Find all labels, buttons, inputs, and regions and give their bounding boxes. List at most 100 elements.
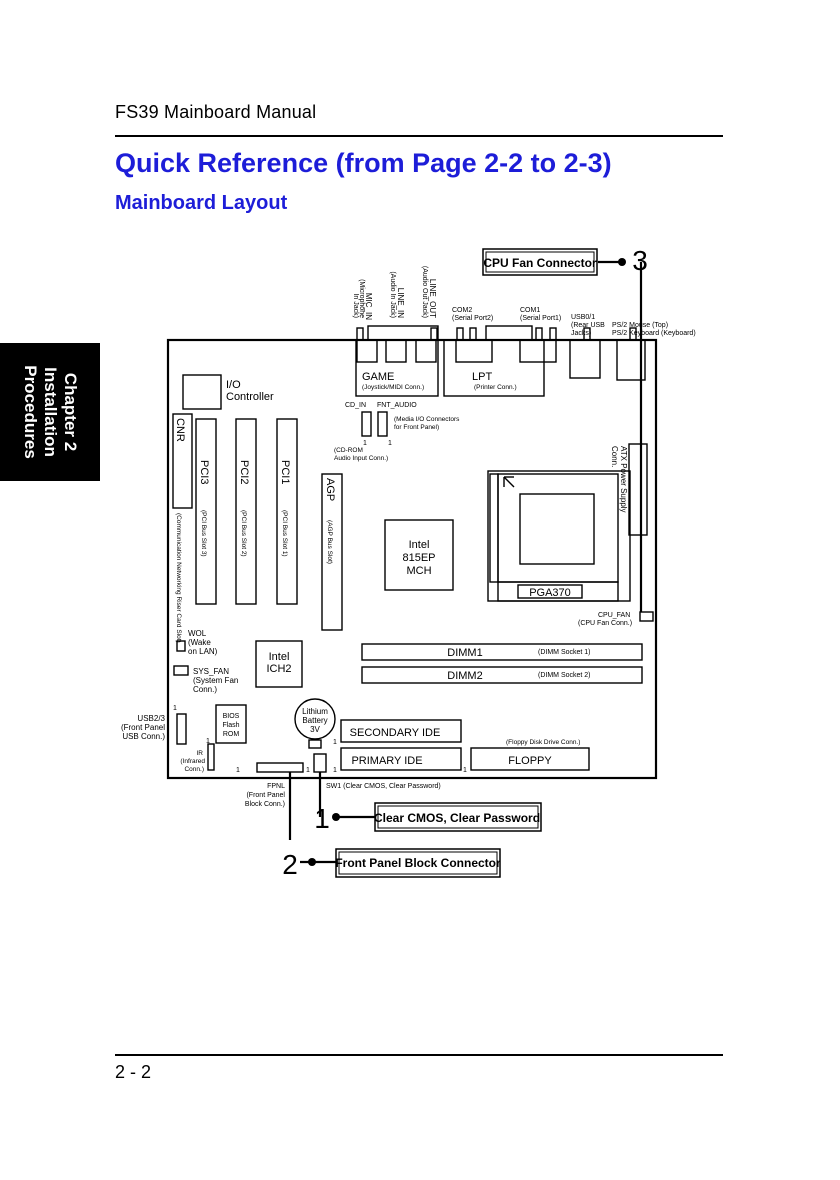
- ps2-mouse-label: PS/2 Mouse (Top): [612, 322, 668, 329]
- callout-2-label: Front Panel Block Connector: [335, 856, 501, 870]
- atx-power-label-2: Conn.: [610, 446, 619, 467]
- page-title: Quick Reference (from Page 2-2 to 2-3): [115, 148, 612, 178]
- wol-label-3: on LAN): [188, 647, 218, 656]
- agp-label: AGP: [324, 478, 336, 501]
- footer-rule: [115, 1054, 723, 1056]
- pga370-label-box: [517, 584, 583, 599]
- usb01-desc-2: Jacks): [571, 330, 591, 337]
- mch-chip: [384, 519, 454, 591]
- mch-label-2: 815EP: [402, 552, 435, 564]
- cpu-socket-inner: [497, 473, 619, 583]
- pci1-desc: (PCI Bus Slot 1): [281, 510, 288, 557]
- fnt-audio-desc-1: (Media I/O Connectors: [394, 416, 460, 423]
- bios-label-3: ROM: [223, 731, 240, 738]
- pci1-slot: [276, 418, 298, 605]
- ps2-keyboard-label: PS/2 Keyboard (Keyboard): [612, 330, 696, 337]
- ich-label-2: ICH2: [266, 663, 291, 675]
- line-in-jack: [385, 339, 407, 363]
- sys-fan-label-1: SYS_FAN: [193, 667, 229, 676]
- sys-fan-label-3: Conn.): [193, 685, 217, 694]
- cnr-label: CNR: [174, 418, 186, 442]
- fnt-audio-pin1: 1: [388, 440, 392, 447]
- cd-in-pin1: 1: [363, 440, 367, 447]
- battery-label-3: 3V: [310, 725, 320, 734]
- ir-pin1: 1: [206, 738, 210, 745]
- manual-title: FS39 Mainboard Manual: [115, 102, 317, 122]
- usb01-jacks: [569, 339, 601, 379]
- cpu-fan-label: CPU_FAN: [598, 612, 630, 619]
- atx-power-connector: [628, 443, 648, 536]
- bios-label-2: Flash: [222, 722, 239, 729]
- fpnl-header: [256, 762, 304, 773]
- lpt-port-top: [485, 325, 533, 341]
- secondary-ide-pin1: 1: [333, 739, 337, 746]
- lithium-battery: [294, 698, 336, 740]
- floppy-label: FLOPPY: [508, 755, 552, 767]
- secondary-ide-connector: [340, 719, 462, 743]
- com2-desc: (Serial Port2): [452, 315, 493, 322]
- cnr-slot: [172, 413, 193, 509]
- io-controller-chip: [182, 374, 222, 410]
- dimm2-desc: (DIMM Socket 2): [538, 672, 591, 679]
- pci3-desc: (PCI Bus Slot 3): [200, 510, 207, 557]
- mic-in-label: MIC_IN: [364, 293, 373, 320]
- game-desc: (Joystick/MIDI Conn.): [362, 384, 424, 391]
- line-out-label: LINE_OUT: [428, 279, 437, 318]
- callout-1-box: [374, 802, 542, 832]
- mic-in-jack: [356, 339, 378, 363]
- sys-fan-label-2: (System Fan: [193, 676, 238, 685]
- cnr-desc: (Communication Networking Riser Card Slo…: [175, 513, 182, 643]
- pci1-label: PCI1: [279, 460, 291, 484]
- callout-2-number: 2: [282, 849, 298, 880]
- fnt-audio-header: [377, 411, 388, 437]
- agp-desc: (AGP Bus Slot): [326, 520, 333, 564]
- socket-lever-area: [497, 581, 619, 602]
- mic-in-desc-1: (Microphone: [358, 279, 365, 318]
- fnt-audio-label: FNT_AUDIO: [377, 402, 417, 409]
- atx-power-label: ATX Power Supply: [619, 446, 628, 513]
- sys-fan-header: [173, 665, 189, 676]
- battery-label-2: Battery: [302, 716, 327, 725]
- mch-label-1: Intel: [409, 539, 430, 551]
- fnt-audio-desc-2: for Front Panel): [394, 424, 439, 431]
- bios-label-1: BIOS: [223, 713, 240, 720]
- page-number: 2 - 2: [115, 1062, 152, 1082]
- secondary-ide-label: SECONDARY IDE: [350, 727, 441, 739]
- dimm2-label: DIMM2: [447, 670, 482, 682]
- section-subtitle: Mainboard Layout: [115, 192, 288, 214]
- fpnl-pin1-right: 1: [306, 767, 310, 774]
- usb23-pin1: 1: [173, 705, 177, 712]
- callout-3-label: CPU Fan Connector: [483, 256, 597, 270]
- usb23-desc-2: USB Conn.): [122, 732, 165, 741]
- callout-2-box: [335, 848, 501, 878]
- cd-in-desc-2: Audio Input Conn.): [334, 455, 388, 462]
- floppy-desc: (Floppy Disk Drive Conn.): [506, 739, 580, 746]
- primary-ide-pin1: 1: [333, 767, 337, 774]
- ir-header: [207, 743, 215, 771]
- line-in-desc: (Audio In Jack): [389, 271, 396, 318]
- line-out-jack: [415, 339, 437, 363]
- lpt-desc: (Printer Conn.): [474, 384, 517, 391]
- agp-slot: [321, 473, 343, 631]
- cpu-die: [519, 493, 595, 565]
- chapter-side-tab: Chapter 2 Installation Procedures: [0, 343, 100, 481]
- com1-port: [519, 339, 557, 363]
- fpnl-pin1: 1: [236, 767, 240, 774]
- sw1-switch: [313, 753, 327, 773]
- game-label: GAME: [362, 371, 394, 383]
- callout-1-number: 1: [314, 803, 330, 834]
- com1-desc: (Serial Port1): [520, 315, 561, 322]
- lpt-label: LPT: [472, 371, 492, 383]
- pci2-slot: [235, 418, 257, 605]
- pci3-label: PCI3: [198, 460, 210, 484]
- bios-flash-rom: [215, 704, 247, 744]
- cd-in-header: [361, 411, 372, 437]
- usb23-header: [176, 713, 187, 745]
- usb23-label: USB2/3: [137, 714, 165, 723]
- pga370-label: PGA370: [529, 587, 571, 599]
- dimm2-socket: [361, 666, 643, 684]
- ich2-chip: [255, 640, 303, 688]
- floppy-connector: [470, 747, 590, 771]
- callout-1-label: Clear CMOS, Clear Password: [374, 811, 540, 825]
